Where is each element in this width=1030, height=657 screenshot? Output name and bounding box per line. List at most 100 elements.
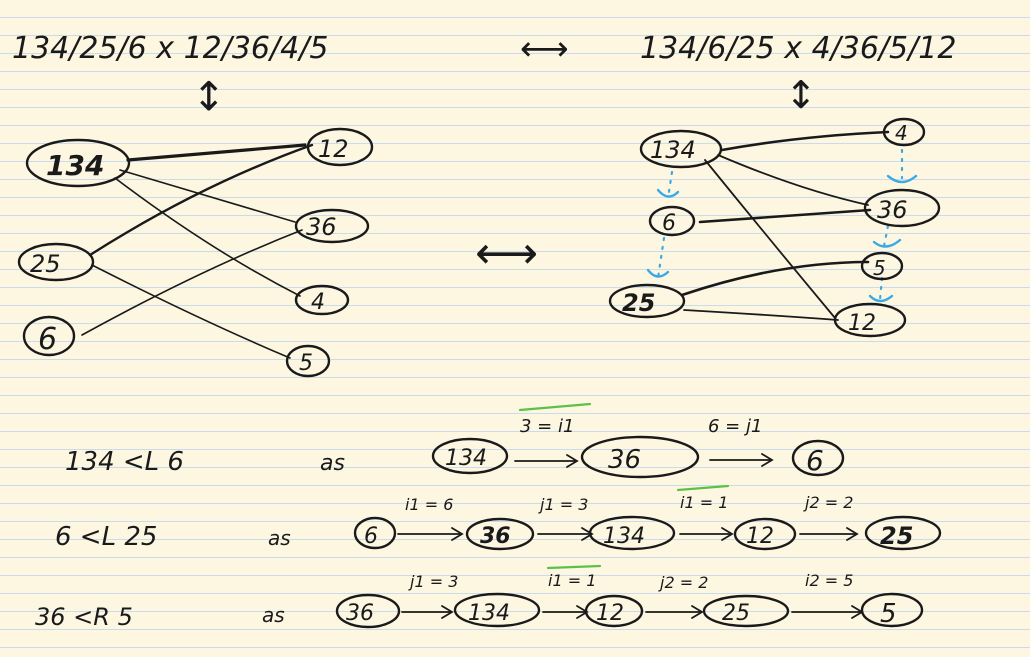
blue-dotted-line [666, 170, 674, 200]
chain-node [353, 516, 397, 550]
node-outline [648, 205, 696, 237]
chain-arrowhead [761, 453, 774, 467]
green-underline [518, 402, 592, 412]
right-partition-text: 134/6/25 x 4/36/5/12 [640, 31, 956, 66]
chain-node-label: 25 [880, 522, 913, 550]
blue-arrowhead [646, 268, 670, 278]
node-outline [22, 315, 76, 357]
chain-node [588, 515, 676, 551]
chain-node [733, 517, 797, 551]
relation-row-3: 36 <R 5 as 36 j1 = 3 134 i1 = 1 12 j2 = … [35, 564, 924, 631]
chain-node [860, 592, 924, 628]
chain-arrowhead [451, 527, 464, 541]
chain-step-label: i1 = 6 [405, 495, 453, 514]
chain-arrowhead [691, 605, 704, 619]
left-graph-node-25: 25 [17, 242, 95, 282]
right-graph-node-36: 36 [863, 188, 941, 228]
edge-r-25-12 [683, 309, 839, 321]
green-underline [676, 484, 730, 492]
blue-arrowhead [886, 174, 918, 184]
node-label-4: 4 [895, 121, 908, 145]
node-outline [882, 117, 926, 147]
chain-node-label: 6 [364, 524, 378, 549]
chain-node [584, 594, 644, 628]
node-outline [17, 242, 95, 282]
chain-node [702, 594, 790, 628]
chain-node-label: 25 [722, 601, 750, 626]
as-label: as [268, 526, 291, 550]
chain-step-label: j1 = 3 [408, 572, 458, 591]
blue-dotted-line [882, 224, 890, 248]
node-label-5: 5 [299, 351, 313, 376]
node-outline [306, 127, 374, 167]
left-graph-edges [81, 143, 314, 359]
blue-dotted-line [656, 236, 666, 280]
node-label-134: 134 [650, 136, 696, 164]
as-label: as [320, 451, 345, 476]
node-outline [860, 251, 904, 281]
right-graph-node-12: 12 [833, 302, 907, 338]
node-outline [608, 283, 686, 319]
chain-arrowhead [581, 527, 594, 541]
chain-arrowhead [846, 527, 859, 541]
edge-25-5 [91, 264, 291, 359]
edge-r-25-5 [680, 260, 870, 297]
relation-row-2: 6 <L 25 as 6 i1 = 6 36 j1 = 3 134 i1 = 1… [55, 484, 942, 552]
blue-dotted-line [878, 276, 884, 302]
chain-node [431, 437, 509, 475]
edge-6-36 [81, 229, 303, 336]
chain-step-label: j2 = 2 [658, 573, 708, 592]
chain-node [335, 593, 401, 629]
middle-equivalence-arrow: ⟷ [475, 228, 538, 279]
edge-134-36 [119, 169, 296, 223]
right-graph-node-134: 134 [639, 129, 723, 169]
chain-node-label: 5 [880, 599, 897, 629]
relation-expression: 6 <L 25 [55, 522, 157, 552]
equivalence-arrow: ⟷ [520, 29, 569, 69]
right-graph-node-5: 5 [860, 251, 904, 281]
edge-134-12 [126, 143, 307, 162]
node-outline [285, 344, 331, 378]
chain-node-label: 12 [746, 524, 774, 549]
node-label-36: 36 [877, 196, 908, 224]
edge-134-4 [114, 177, 301, 297]
edge-r-134-36 [717, 154, 869, 206]
blue-arrowhead [656, 188, 680, 198]
chain-arrowhead [721, 527, 734, 541]
edge-25-12 [88, 143, 314, 257]
chain-node-label: 36 [480, 524, 511, 549]
left-graph-node-5: 5 [285, 344, 331, 378]
chain-step-label: j1 = 3 [538, 495, 588, 514]
chain-node-label: 6 [806, 444, 824, 477]
node-label-12: 12 [848, 311, 876, 336]
chain-arrowhead [566, 454, 579, 468]
chain-arrowhead [441, 605, 454, 619]
node-label-6: 6 [662, 211, 676, 236]
right-graph-node-6: 6 [648, 205, 696, 237]
left-graph-node-4: 4 [294, 284, 350, 316]
blue-arrowhead [868, 294, 894, 303]
node-outline [833, 302, 907, 338]
chain-node-label: 134 [468, 601, 510, 626]
chain-node [791, 439, 845, 477]
chain-step-label: i2 = 5 [805, 571, 853, 590]
node-label-4: 4 [311, 290, 325, 315]
relation-expression: 134 <L 6 [65, 447, 184, 477]
chain-node [453, 592, 541, 628]
edge-r-6-36 [698, 208, 872, 224]
green-underline [546, 564, 602, 570]
right-graph-order-arrows [646, 148, 918, 303]
chain-node-label: 134 [445, 446, 487, 471]
node-label-134: 134 [46, 149, 104, 182]
left-graph-node-6: 6 [22, 315, 76, 357]
node-label-6: 6 [38, 322, 57, 357]
node-outline [863, 188, 941, 228]
node-outline [294, 208, 370, 244]
relation-expression: 36 <R 5 [35, 603, 133, 631]
edge-r-134-4 [720, 130, 890, 152]
chain-node [465, 517, 535, 551]
right-graph-node-25: 25 [608, 283, 686, 319]
right-vertical-arrow: ↕ [785, 73, 817, 117]
chain-step-label: i1 = 1 [548, 571, 596, 590]
node-outline [294, 284, 350, 316]
